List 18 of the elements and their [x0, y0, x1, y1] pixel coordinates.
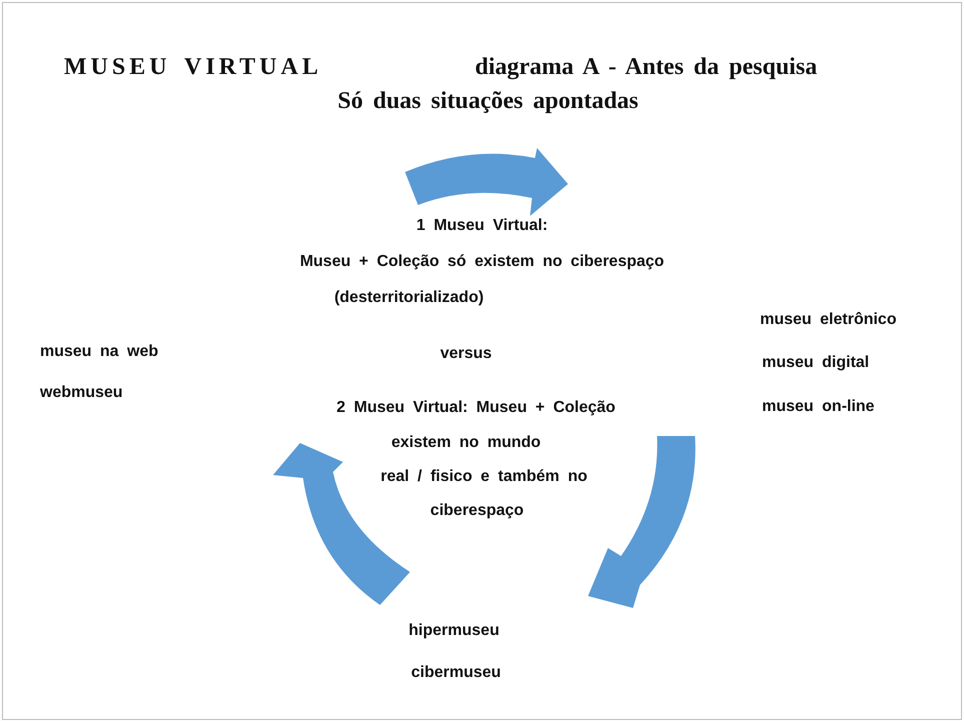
- term-label: museu eletrônico: [760, 311, 896, 329]
- term-label: museu on-line: [762, 398, 874, 416]
- term-label: museu digital: [762, 354, 870, 372]
- text-label: ciberespaço: [430, 502, 524, 520]
- term-label: museu na web: [40, 343, 158, 361]
- subtitle: Só duas situações apontadas: [338, 88, 638, 115]
- text-label: versus: [440, 345, 492, 363]
- text-label: existem no mundo: [391, 434, 541, 452]
- term-label: hipermuseu: [408, 622, 500, 640]
- diagram-title: MUSEU VIRTUAL: [64, 54, 322, 81]
- text-label: Museu + Coleção só existem no ciberespaço: [300, 253, 664, 271]
- subtitle: diagrama A - Antes da pesquisa: [475, 54, 818, 81]
- term-label: webmuseu: [40, 384, 123, 402]
- text-label: 1 Museu Virtual:: [416, 217, 548, 235]
- text-label: real / fisico e também no: [380, 468, 588, 486]
- text-label: (desterritorializado): [334, 289, 484, 307]
- text-label: 2 Museu Virtual: Museu + Coleção: [336, 399, 616, 417]
- term-label: cibermuseu: [411, 664, 501, 682]
